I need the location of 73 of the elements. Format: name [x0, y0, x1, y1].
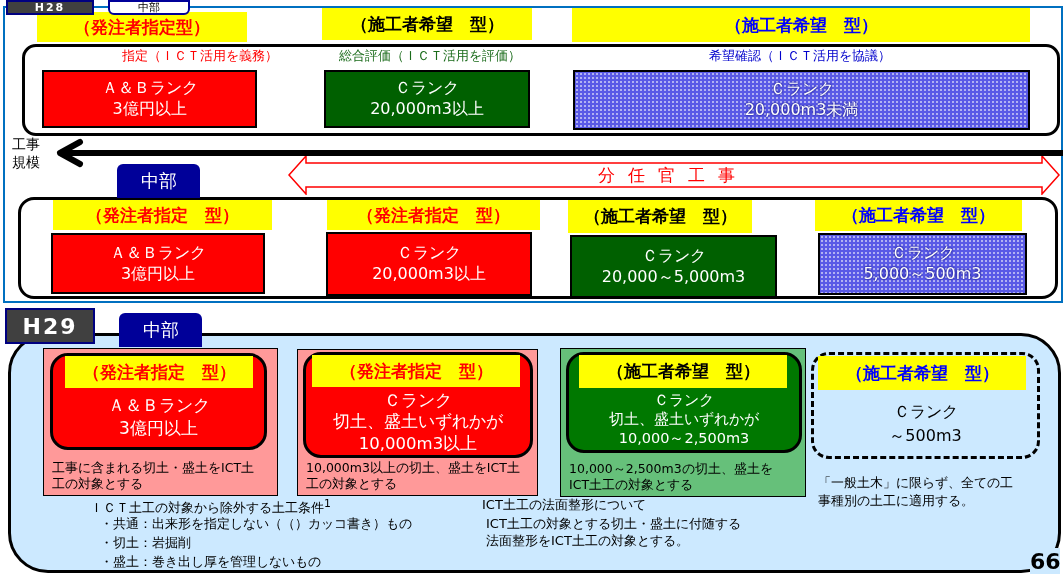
note-text: ・共通：出来形を指定しない（（）カッコ書き）もの: [100, 516, 413, 533]
note-text: 工事に含まれる切土・盛土をICT土工の対象とする: [52, 459, 256, 492]
rank-box: [570, 235, 777, 298]
rank-text: 20,000m3以上: [370, 99, 484, 120]
rank-text: 20,000m3以上: [372, 264, 486, 285]
type-heading: （施工者希望 型）: [579, 355, 787, 388]
rank-text: Ｃランク: [893, 401, 958, 424]
rank-text: 10,000m3以上: [358, 432, 478, 455]
type-heading: （施工者希望 型）: [815, 200, 1022, 231]
rank-text: Ａ＆Ｂランク: [101, 78, 198, 99]
section-tab: 中部: [117, 164, 200, 198]
type-heading: （施工者希望 型）: [572, 8, 1030, 42]
section-tab: 中部: [108, 0, 190, 15]
category-panel: [297, 349, 538, 496]
rank-text: 切土、盛土いずれかが: [333, 411, 503, 433]
category-band: [22, 44, 1060, 136]
rank-box: [811, 352, 1040, 459]
rank-box: [42, 70, 257, 128]
rank-text: Ａ＆Ｂランク: [107, 394, 210, 417]
rank-text: Ｃランク: [395, 78, 459, 99]
section-tab: H29: [5, 308, 95, 344]
type-heading: （発注者指定 型）: [312, 355, 520, 387]
type-heading: （施工者希望 型）: [322, 8, 532, 40]
rank-box: [324, 70, 530, 128]
double-arrow: [288, 155, 1060, 195]
arrow-label: 分任官工事: [598, 163, 748, 187]
type-heading: （施工者希望 型）: [568, 200, 752, 233]
note-text: 「一般土木」に限らず、全ての工事種別の土工に適用する。: [818, 474, 1014, 511]
rank-box: [818, 233, 1027, 295]
rank-text: 3億円以上: [119, 416, 198, 439]
rank-text: ～500m3: [889, 424, 962, 447]
rank-text: Ｃランク: [641, 245, 706, 267]
rank-text: 20,000～5,000m3: [601, 266, 746, 288]
note-text: ＩＣＴ土工の対象から除外する土工条件$^{1}$: [90, 497, 332, 517]
type-heading: （発注者指定型）: [37, 12, 247, 42]
type-heading: （発注者指定 型）: [65, 356, 253, 388]
rank-text: 20,000m3未満: [744, 100, 859, 121]
box-caption: 指定（ＩＣＴ活用を義務）: [121, 47, 279, 65]
page-number: 66: [1030, 548, 1060, 574]
rank-box: [326, 232, 532, 296]
rank-text: Ａ＆Ｂランク: [110, 242, 206, 264]
note-text: 10,000m3以上の切土、盛土をICT土工の対象とする: [306, 459, 521, 492]
rank-text: Ｃランク: [769, 79, 834, 100]
rank-text: Ｃランク: [397, 243, 461, 264]
rank-text: 5,000～500m3: [863, 264, 982, 285]
rank-text: 3億円以上: [112, 99, 187, 120]
section-tab: 中部: [119, 313, 202, 347]
rank-box: [50, 353, 267, 450]
box-caption: 希望確認（ＩＣＴ活用を協議）: [708, 47, 892, 65]
section-tab: H28: [6, 0, 94, 15]
rank-box: [573, 70, 1030, 130]
rank-text: Ｃランク: [654, 391, 714, 411]
box-caption: 総合評価（ＩＣＴ活用を評価）: [338, 47, 522, 65]
note-text: ・盛土：巻き出し厚を管理しないもの: [100, 554, 322, 571]
type-heading: （発注者指定 型）: [327, 200, 540, 230]
note-text: 10,000～2,500m3の切土、盛土をICT土工の対象とする: [569, 460, 774, 493]
rank-box: [303, 352, 533, 458]
axis-label: 工事規模: [12, 136, 41, 172]
category-band: [18, 197, 1058, 299]
type-heading: （施工者希望 型）: [818, 356, 1026, 390]
rank-text: 切土、盛土いずれかが: [609, 410, 759, 429]
rank-text: 3億円以上: [120, 263, 196, 285]
note-text: ・切土：岩掘削: [100, 535, 192, 552]
rank-text: Ｃランク: [890, 243, 955, 264]
category-panel: [560, 348, 806, 497]
type-heading: （発注者指定 型）: [53, 200, 272, 230]
category-panel: [43, 348, 278, 496]
rank-box: [566, 352, 802, 453]
rank-box: [51, 233, 265, 294]
rank-text: 10,000～2,500m3: [618, 428, 750, 448]
note-text: ICT土工の対象とする切土・盛土に付随する法面整形をICT土工の対象とする。: [486, 516, 742, 550]
note-text: ICT土工の法面整形について: [482, 497, 647, 514]
rank-text: Ｃランク: [384, 389, 452, 412]
